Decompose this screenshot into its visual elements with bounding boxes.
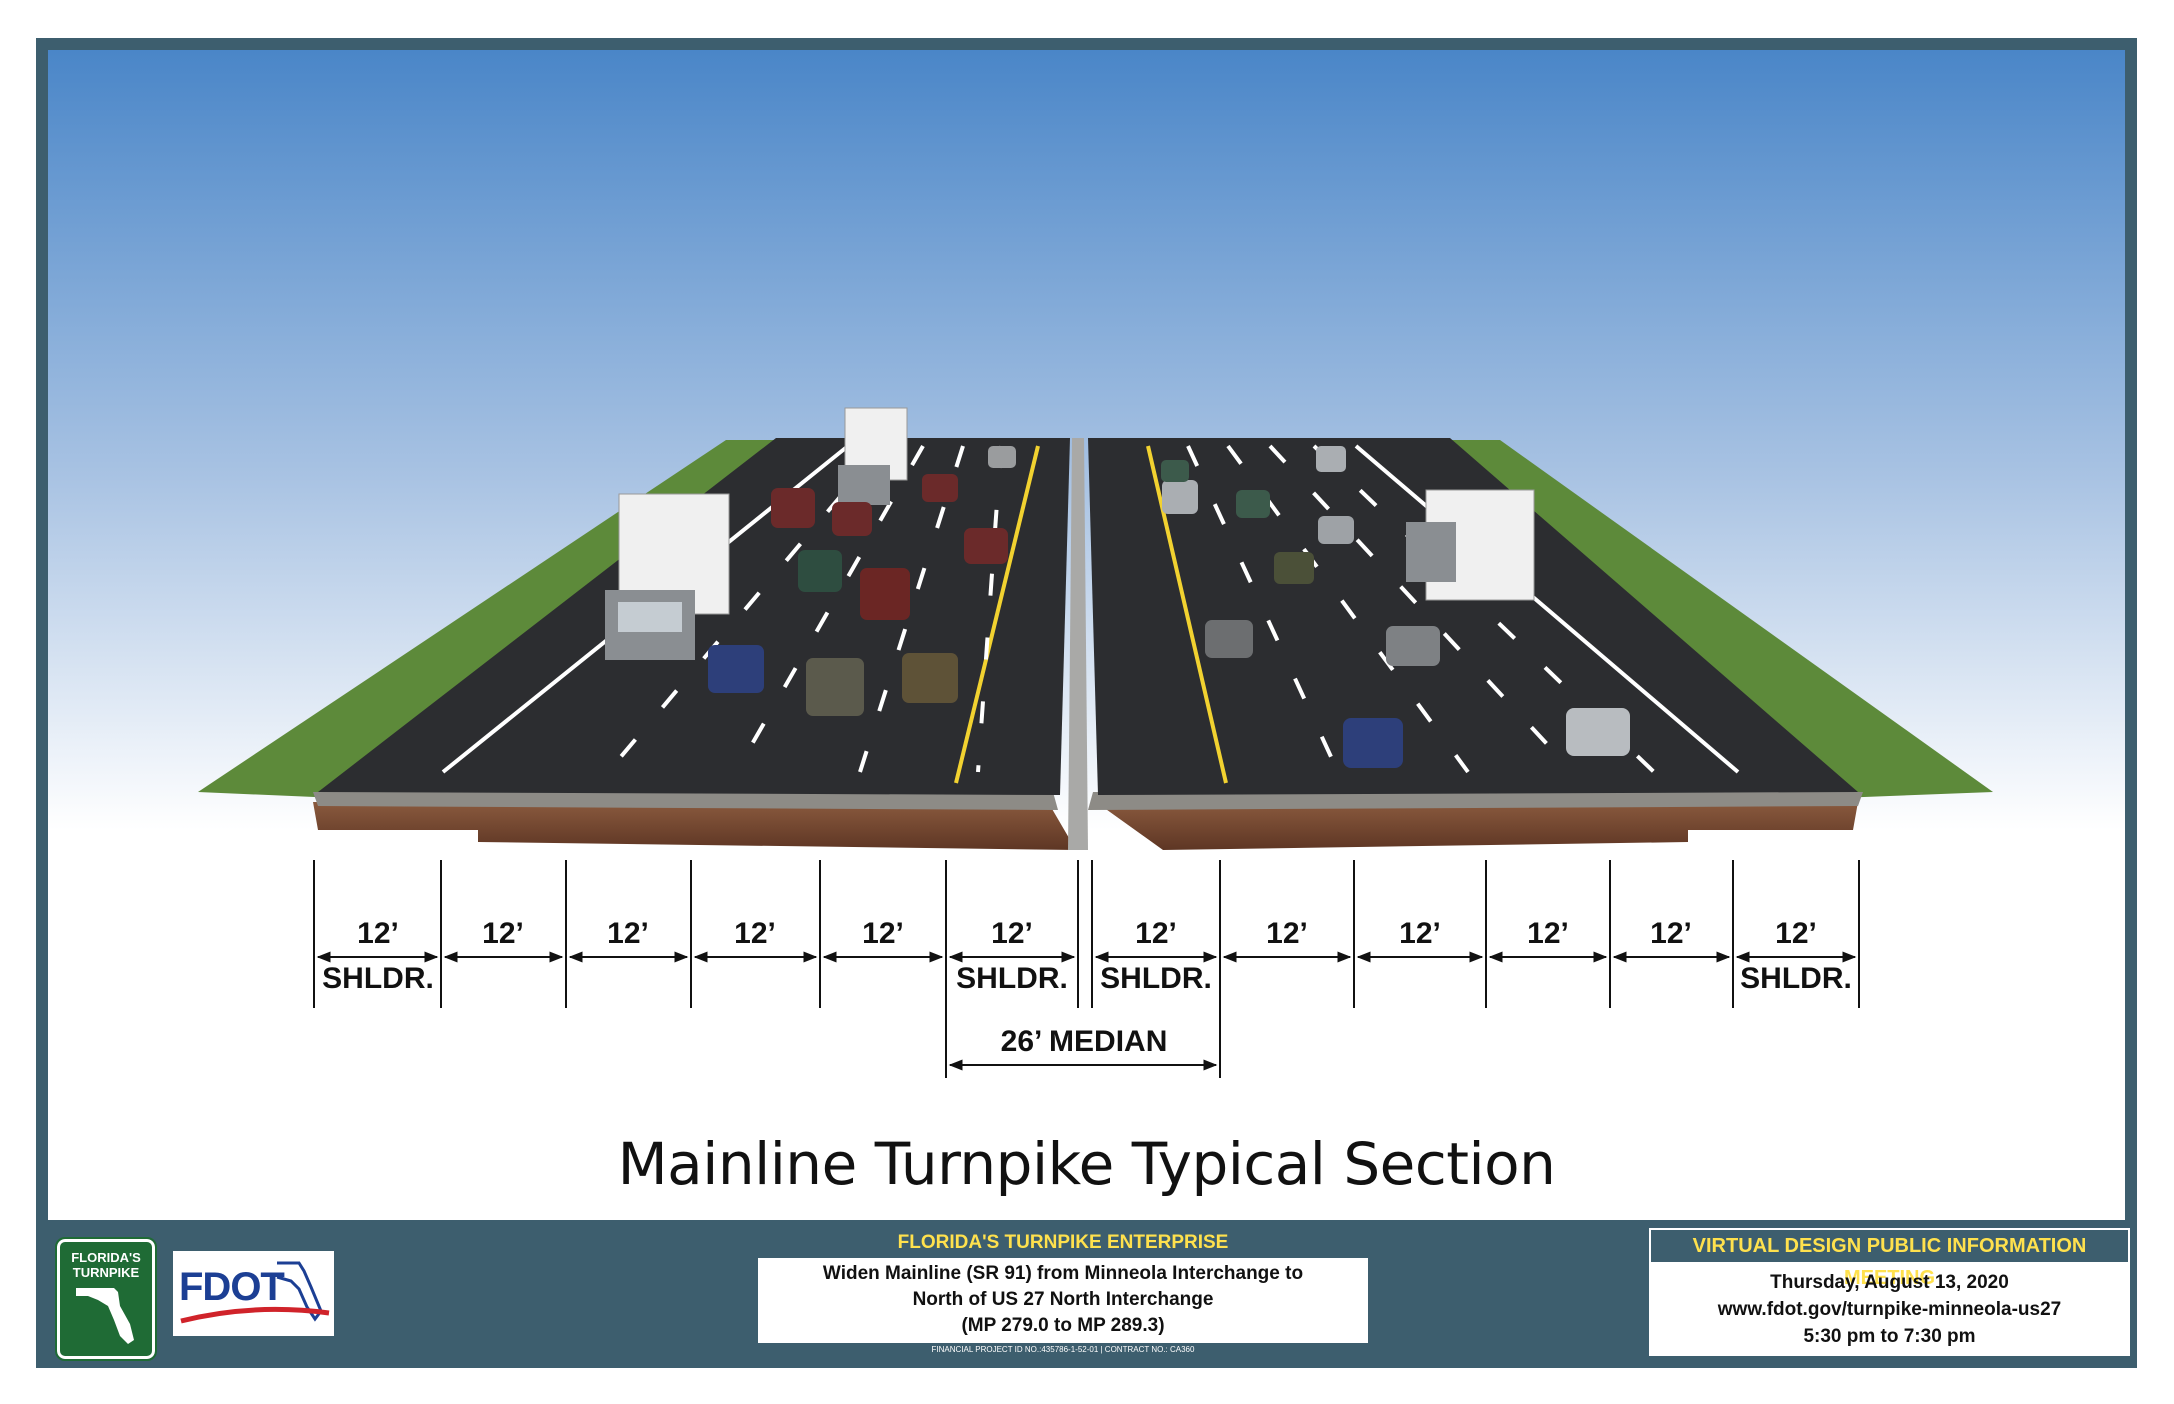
dim-10-value: 12’: [1527, 917, 1569, 950]
dim-1-value: 12’: [357, 917, 399, 950]
dim-9-value: 12’: [1399, 917, 1441, 950]
meeting-date: Thursday, August 13, 2020: [1770, 1272, 2009, 1293]
diagram-title: Mainline Turnpike Typical Section: [617, 1130, 1556, 1198]
project-info-box: FLORIDA'S TURNPIKE ENTERPRISE Widen Main…: [755, 1228, 1371, 1358]
base-layer-left: [313, 792, 1058, 810]
median-label: 26’ MEDIAN: [1001, 1025, 1168, 1058]
soil-right: [1096, 802, 1858, 850]
median-barrier: [1068, 438, 1088, 850]
edge-line-right: [1354, 444, 1740, 774]
project-description: Widen Mainline (SR 91) from Minneola Int…: [758, 1258, 1368, 1343]
project-ids: FINANCIAL PROJECT ID NO.:435786-1-52-01 …: [931, 1345, 1195, 1354]
dim-3-value: 12’: [607, 917, 649, 950]
truck-left-far: [838, 407, 908, 505]
dim-8-value: 12’: [1266, 917, 1308, 950]
dim-12-value: 12’: [1775, 917, 1817, 950]
dim-5-value: 12’: [862, 917, 904, 950]
dim-2-value: 12’: [482, 917, 524, 950]
meeting-url: www.fdot.gov/turnpike-minneola-us27: [1717, 1299, 2062, 1320]
dim-12-label: SHLDR.: [1740, 962, 1852, 995]
yellow-line-right: [1146, 445, 1228, 784]
dim-7-label: SHLDR.: [1100, 962, 1212, 995]
pavement-right: [1088, 438, 1858, 795]
typical-section-illustration: 12’ SHLDR. 12’ 12’ 12’ 12’ 12’ SHLDR. 12…: [48, 50, 2125, 1078]
dim-1-label: SHLDR.: [322, 962, 434, 995]
dim-7-value: 12’: [1135, 917, 1177, 950]
project-line-3: (MP 279.0 to MP 289.3): [961, 1315, 1165, 1336]
soil-left: [313, 802, 1076, 850]
project-line-1: Widen Mainline (SR 91) from Minneola Int…: [822, 1263, 1304, 1284]
fdot-logo-text: FDOT: [179, 1265, 285, 1309]
dim-4-value: 12’: [734, 917, 776, 950]
meeting-time: 5:30 pm to 7:30 pm: [1803, 1326, 1976, 1347]
truck-left-near: [605, 493, 730, 660]
project-line-2: North of US 27 North Interchange: [912, 1289, 1214, 1310]
dimension-ticks: [313, 860, 1860, 1078]
dim-11-value: 12’: [1650, 917, 1692, 950]
dim-6-value: 12’: [991, 917, 1033, 950]
florida-turnpike-logo: FLORIDA'S TURNPIKE: [55, 1237, 157, 1361]
grass-right: [1450, 440, 1993, 798]
poster-frame: 12’ SHLDR. 12’ 12’ 12’ 12’ 12’ SHLDR. 12…: [36, 38, 2137, 1368]
meeting-title: VIRTUAL DESIGN PUBLIC INFORMATION MEETIN…: [1692, 1235, 2087, 1289]
dim-6-label: SHLDR.: [956, 962, 1068, 995]
meeting-info-box: VIRTUAL DESIGN PUBLIC INFORMATION MEETIN…: [1649, 1228, 2130, 1356]
fdot-florida-outline-icon: [180, 1261, 330, 1324]
fdot-logo: FDOT: [173, 1251, 334, 1336]
yellow-line-left: [954, 445, 1040, 784]
florida-state-icon: [76, 1288, 134, 1344]
base-layer-right: [1088, 792, 1863, 810]
vehicles-right: [1161, 446, 1630, 768]
diagram-panel: 12’ SHLDR. 12’ 12’ 12’ 12’ 12’ SHLDR. 12…: [48, 50, 2125, 1220]
enterprise-title: FLORIDA'S TURNPIKE ENTERPRISE: [897, 1232, 1229, 1253]
dimension-arrows: [316, 951, 1857, 1071]
vehicles-left: [708, 446, 1016, 716]
truck-right: [1406, 489, 1535, 601]
footer-bar: FLORIDA'S TURNPIKE FDOT FLORIDA'S TURNPI…: [36, 1220, 2137, 1368]
turnpike-logo-text: FLORIDA'S TURNPIKE: [71, 1250, 141, 1280]
meeting-details: Thursday, August 13, 2020 www.fdot.gov/t…: [1651, 1262, 2128, 1354]
